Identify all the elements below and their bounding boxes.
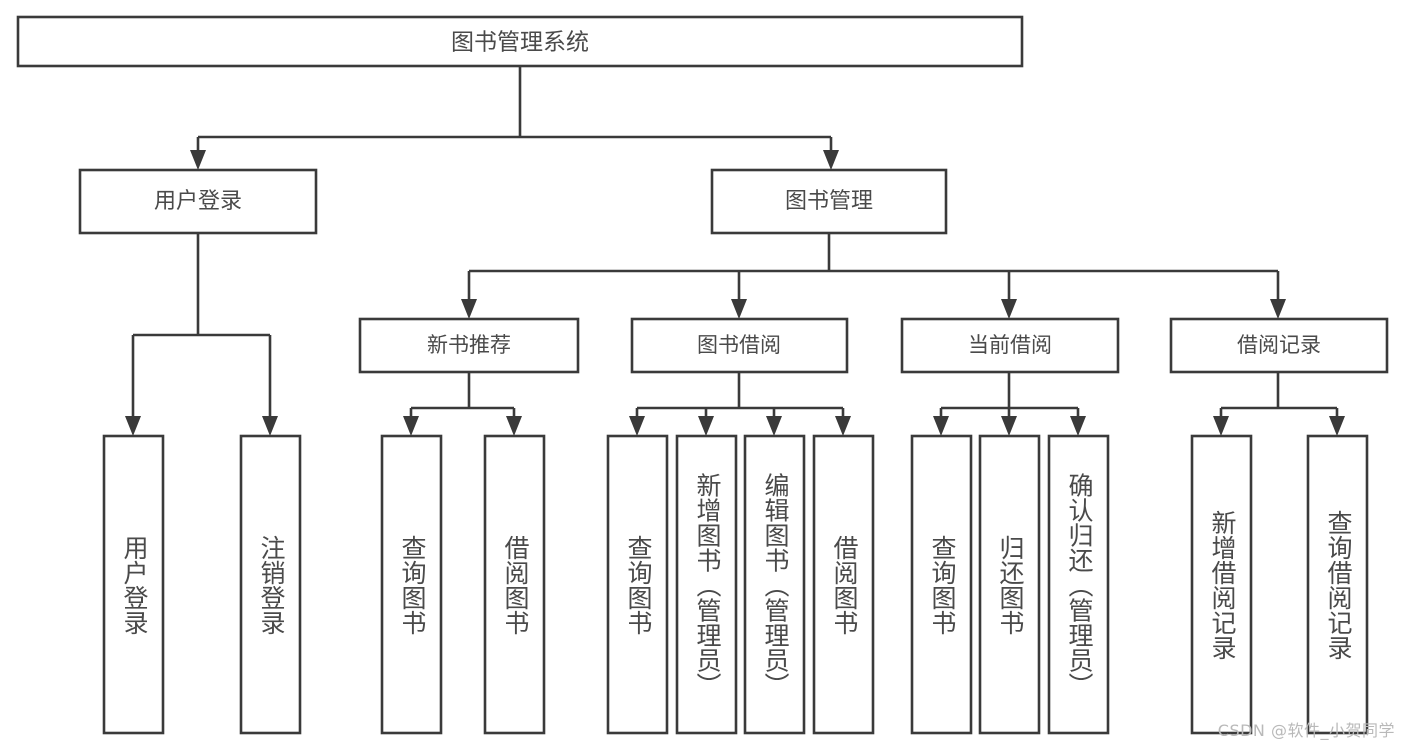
leaf-user-login[interactable]: 用户登录 [102,434,165,735]
node-book-borrow[interactable]: 图书借阅 [630,317,849,374]
arrow-head-book-manage [823,150,839,170]
leaf-edit-book-box[interactable] [743,434,806,735]
arrow-head-leaf-add-book [698,416,714,436]
arrow-head-book-borrow [731,299,747,319]
leaf-return-book[interactable]: 归还图书 [978,434,1041,735]
node-current-borrow-box[interactable] [900,317,1120,374]
node-root-box[interactable] [16,15,1024,68]
leaf-query-book-2-label: 查询图书 [624,535,653,635]
arrow-head-leaf-add-record [1213,416,1229,436]
arrow-head-leaf-borrow-book-2 [835,416,851,436]
leaf-confirm-return-box[interactable] [1047,434,1110,735]
leaf-add-book-label: 新增图书（管理员） [693,473,722,698]
node-root-label: 图书管理系统 [451,30,589,56]
leaf-confirm-return[interactable]: 确认归还（管理员） [1047,434,1110,735]
leaf-user-login-box[interactable] [102,434,165,735]
leaf-query-book-1[interactable]: 查询图书 [380,434,443,735]
arrow-head-user-login [190,150,206,170]
leaf-query-book-1-label: 查询图书 [398,535,427,635]
leaf-edit-book-label: 编辑图书（管理员） [761,473,790,698]
arrow-head-borrow-record [1270,299,1286,319]
leaf-user-login-label: 用户登录 [120,535,149,635]
node-book-manage-box[interactable] [710,168,948,235]
leaf-return-book-label: 归还图书 [996,535,1025,635]
arrow-head-leaf-query-record [1329,416,1345,436]
node-current-borrow[interactable]: 当前借阅 [900,317,1120,374]
arrow-head-leaf-query-book-2 [629,416,645,436]
node-new-book-rec[interactable]: 新书推荐 [358,317,580,374]
node-borrow-record-label: 借阅记录 [1237,333,1321,357]
node-new-book-rec-box[interactable] [358,317,580,374]
leaf-query-book-2-box[interactable] [606,434,669,735]
leaf-borrow-book-2-label: 借阅图书 [830,535,859,635]
node-user-login-label: 用户登录 [154,189,242,214]
leaf-query-book-3[interactable]: 查询图书 [910,434,973,735]
leaf-add-book[interactable]: 新增图书（管理员） [675,434,738,735]
node-user-login[interactable]: 用户登录 [78,168,318,235]
arrow-head-leaf-borrow-book-1 [506,416,522,436]
node-book-borrow-label: 图书借阅 [697,333,781,357]
arrow-head-leaf-edit-book [766,416,782,436]
node-borrow-record-box[interactable] [1169,317,1389,374]
leaf-logout-box[interactable] [239,434,302,735]
leaf-logout[interactable]: 注销登录 [239,434,302,735]
leaf-query-book-3-box[interactable] [910,434,973,735]
node-user-login-box[interactable] [78,168,318,235]
leaf-add-book-box[interactable] [675,434,738,735]
leaf-add-record-box[interactable] [1190,434,1253,735]
leaf-edit-book[interactable]: 编辑图书（管理员） [743,434,806,735]
leaf-return-book-box[interactable] [978,434,1041,735]
arrow-head-leaf-confirm-return [1070,416,1086,436]
leaf-confirm-return-label: 确认归还（管理员） [1065,473,1094,698]
node-borrow-record[interactable]: 借阅记录 [1169,317,1389,374]
node-book-manage[interactable]: 图书管理 [710,168,948,235]
arrow-head-leaf-return-book [1001,416,1017,436]
arrow-head-leaf-user-login [125,416,141,436]
node-book-manage-label: 图书管理 [785,189,873,214]
node-book-borrow-box[interactable] [630,317,849,374]
leaf-logout-label: 注销登录 [257,535,286,635]
leaf-query-record-box[interactable] [1306,434,1369,735]
arrow-head-current-borrow [1001,299,1017,319]
leaf-query-record-label: 查询借阅记录 [1324,510,1353,660]
leaf-add-record[interactable]: 新增借阅记录 [1190,434,1253,735]
leaf-add-record-label: 新增借阅记录 [1208,510,1237,660]
leaf-borrow-book-1[interactable]: 借阅图书 [483,434,546,735]
leaf-borrow-book-1-label: 借阅图书 [501,535,530,635]
node-new-book-rec-label: 新书推荐 [427,333,511,357]
leaf-borrow-book-2-box[interactable] [812,434,875,735]
csdn-watermark: CSDN @软件_小贺同学 [1217,721,1395,740]
arrow-head-leaf-query-book-3 [933,416,949,436]
connectors [125,66,1345,436]
leaf-query-record[interactable]: 查询借阅记录 [1306,434,1369,735]
leaf-borrow-book-2[interactable]: 借阅图书 [812,434,875,735]
arrow-head-leaf-query-book-1 [403,416,419,436]
leaf-query-book-3-label: 查询图书 [928,535,957,635]
leaf-query-book-2[interactable]: 查询图书 [606,434,669,735]
arrow-head-new-book-rec [461,299,477,319]
node-current-borrow-label: 当前借阅 [968,333,1052,357]
leaf-query-book-1-box[interactable] [380,434,443,735]
node-root[interactable]: 图书管理系统 [16,15,1024,68]
arrow-head-leaf-logout [262,416,278,436]
leaf-borrow-book-1-box[interactable] [483,434,546,735]
